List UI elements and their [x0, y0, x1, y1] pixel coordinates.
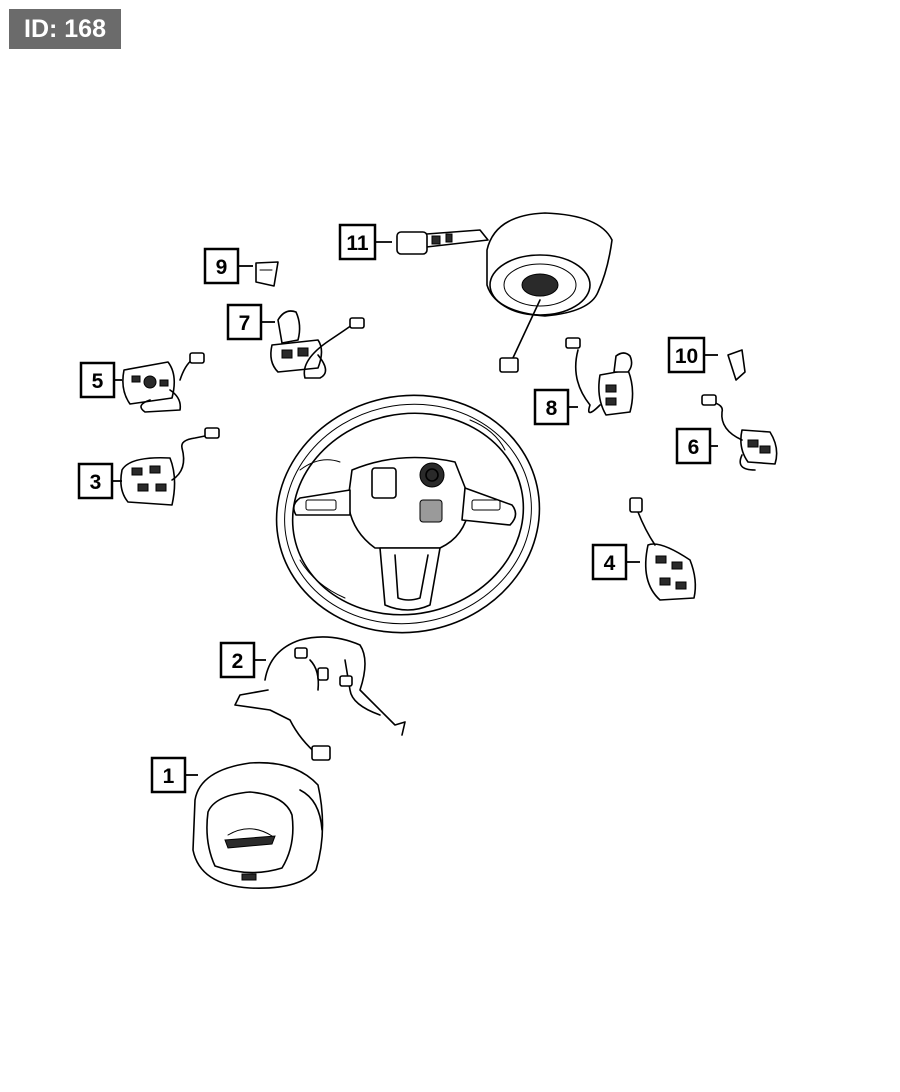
- callout-4: 4: [591, 543, 640, 581]
- callout-10: 10: [667, 336, 718, 374]
- callout-label: 1: [163, 765, 175, 788]
- callout-label: 11: [346, 232, 369, 255]
- part-6-switch: [701, 394, 778, 471]
- part-4-switch: [629, 497, 697, 601]
- callout-label: 3: [90, 471, 102, 494]
- part-11-clockspring-stalk: [396, 212, 613, 373]
- callout-label: 2: [232, 650, 244, 673]
- callout-label: 9: [216, 256, 228, 279]
- callout-2: 2: [219, 641, 266, 679]
- callout-9: 9: [203, 247, 253, 285]
- part-5-switch: [122, 352, 205, 413]
- callout-label: 10: [675, 345, 698, 368]
- callout-3: 3: [77, 462, 122, 500]
- callout-1: 1: [150, 756, 198, 794]
- part-8-switch: [565, 337, 634, 416]
- callout-8: 8: [533, 388, 578, 426]
- id-badge: ID: 168: [9, 9, 121, 49]
- callout-label: 8: [546, 397, 558, 420]
- part-3-switch: [120, 427, 220, 506]
- callout-label: 4: [604, 552, 616, 575]
- callout-11: 11: [338, 223, 392, 261]
- part-2-wiring-harness: [234, 636, 406, 761]
- part-7-switch: [270, 310, 365, 379]
- callout-7: 7: [226, 303, 275, 341]
- callout-6: 6: [675, 427, 718, 465]
- part-10-switch-bezel: [727, 349, 746, 381]
- part-1-driver-airbag: [192, 761, 324, 889]
- callout-label: 6: [688, 436, 700, 459]
- part-9-switch-bezel: [255, 261, 279, 287]
- callout-label: 7: [239, 312, 251, 335]
- steering-wheel: [275, 394, 541, 634]
- callout-label: 5: [92, 370, 104, 393]
- callout-5: 5: [79, 361, 122, 399]
